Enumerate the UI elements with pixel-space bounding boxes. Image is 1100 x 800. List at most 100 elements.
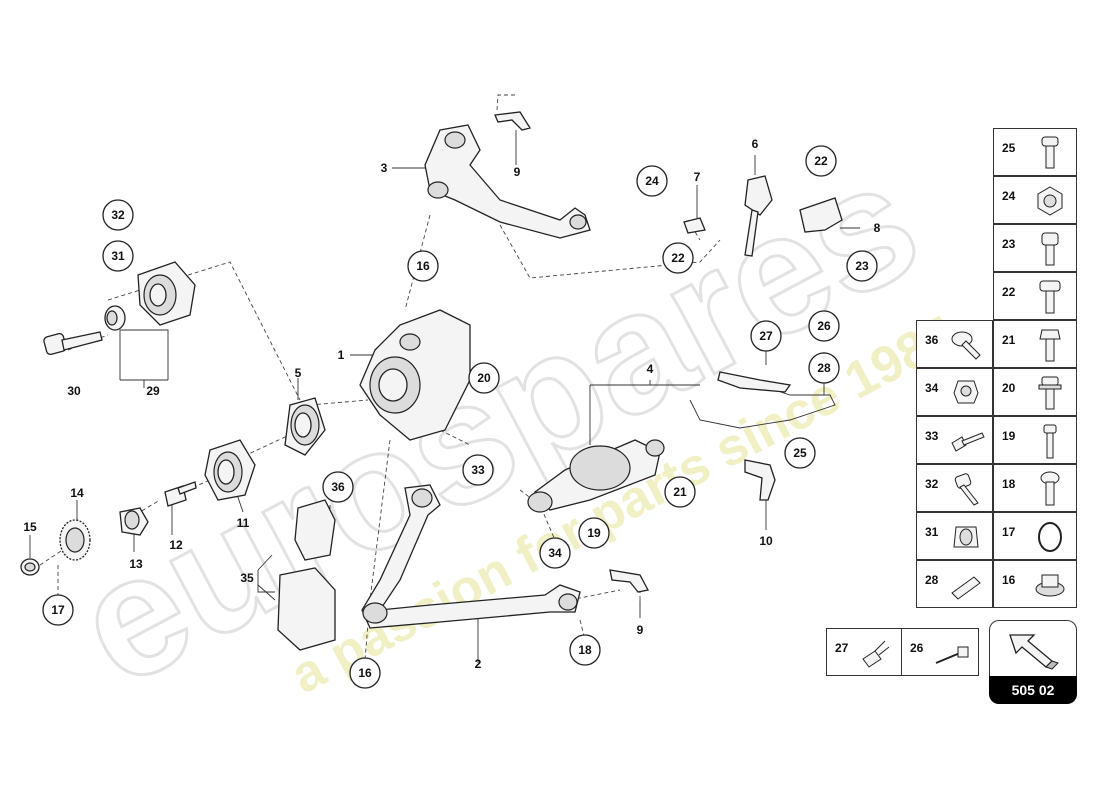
legend-label-32: 32 <box>925 477 939 491</box>
callout-30: 30 <box>67 384 81 398</box>
callout-12: 12 <box>169 538 183 552</box>
callout-32: 32 <box>111 208 125 222</box>
part-clip-9-top <box>494 111 532 131</box>
callout-27: 27 <box>759 329 773 343</box>
legend-label-31: 31 <box>925 525 939 539</box>
callout-15: 15 <box>23 520 37 534</box>
connector-plug-icon <box>862 640 890 668</box>
part-bolt-30 <box>43 331 103 356</box>
legend-label-18: 18 <box>1002 477 1016 491</box>
callout-21: 21 <box>673 485 687 499</box>
long-bolt-icon <box>1043 424 1057 459</box>
rubber-bushing-icon <box>953 526 979 548</box>
callout-22-right: 22 <box>814 154 828 168</box>
flange-bolt-icon <box>1039 280 1061 314</box>
legend-label-33: 33 <box>925 429 939 443</box>
part-shock-absorber-4 <box>527 439 665 513</box>
legend-cell-16: 16 <box>993 560 1077 608</box>
torx-bolt-icon <box>1041 136 1059 169</box>
legend-cell-28: 28 <box>916 560 993 608</box>
part-bracket-10 <box>744 459 776 501</box>
leader-lines <box>29 130 860 663</box>
callout-13: 13 <box>129 557 143 571</box>
part-bracket-8 <box>799 197 843 233</box>
callout-18: 18 <box>578 643 592 657</box>
stud-bolt-icon <box>951 432 985 452</box>
callout-9-top: 9 <box>514 165 521 179</box>
flange-nut-icon <box>1035 574 1065 597</box>
legend-label-22: 22 <box>1002 285 1016 299</box>
legend-label-21: 21 <box>1002 333 1016 347</box>
collar-nut-icon <box>953 380 979 404</box>
legend-cell-20: 20 <box>993 368 1077 416</box>
callout-35: 35 <box>240 571 254 585</box>
part-clip-9-bottom <box>609 569 649 593</box>
callout-16-top: 16 <box>416 259 430 273</box>
part-lower-control-arm-2 <box>361 484 581 629</box>
legend-cell-23: 23 <box>993 224 1077 272</box>
callout-20: 20 <box>477 371 491 385</box>
callout-22-left: 22 <box>671 251 685 265</box>
part-clip-7 <box>683 217 706 234</box>
legend-label-19: 19 <box>1002 429 1016 443</box>
callout-6: 6 <box>752 137 759 151</box>
legend-cell-17: 17 <box>993 512 1077 560</box>
callout-circles <box>42 145 878 689</box>
o-ring-icon <box>1038 522 1062 552</box>
part-wheel-carrier-1 <box>359 309 471 441</box>
callout-36: 36 <box>331 480 345 494</box>
callout-34: 34 <box>548 546 562 560</box>
callout-25: 25 <box>793 446 807 460</box>
collar-bolt-icon <box>1038 376 1062 410</box>
part-wheel-bearing-5 <box>284 397 326 456</box>
legend-cell-19: 19 <box>993 416 1077 464</box>
pan-head-bolt-icon <box>951 331 981 360</box>
part-sensor-ring-14 <box>59 519 91 561</box>
part-bracket-36 <box>294 499 336 561</box>
callout-1: 1 <box>338 348 345 362</box>
callout-4: 4 <box>647 362 654 376</box>
callout-33: 33 <box>471 463 485 477</box>
callout-24: 24 <box>645 174 659 188</box>
legend-label-16: 16 <box>1002 573 1016 587</box>
page-code: 505 02 <box>989 676 1077 704</box>
callout-28: 28 <box>817 361 831 375</box>
legend-cell-34: 34 <box>916 368 993 416</box>
callout-19: 19 <box>587 526 601 540</box>
part-nut-13 <box>119 507 149 536</box>
callout-26: 26 <box>817 319 831 333</box>
callout-labels: 1 2 3 4 5 6 7 8 9 9 10 11 12 13 14 15 16… <box>23 137 880 680</box>
legend-label-24: 24 <box>1002 189 1016 203</box>
legend-label-23: 23 <box>1002 237 1016 251</box>
callout-31: 31 <box>111 249 125 263</box>
part-upper-control-arm-3 <box>424 124 591 239</box>
legend-cell-32: 32 <box>916 464 993 512</box>
view-direction-box <box>989 620 1077 676</box>
callout-16-bottom: 16 <box>358 666 372 680</box>
cap-screw-icon <box>954 473 979 506</box>
callout-29: 29 <box>146 384 160 398</box>
legend-cell-18: 18 <box>993 464 1077 512</box>
legend-cell-25: 25 <box>993 128 1077 176</box>
legend-cell-33: 33 <box>916 416 993 464</box>
legend-cell-24: 24 <box>993 176 1077 224</box>
legend-label-34: 34 <box>925 381 939 395</box>
round-head-bolt-icon <box>1040 471 1060 506</box>
legend-cell-31: 31 <box>916 512 993 560</box>
legend-label-28: 28 <box>925 573 939 587</box>
view-direction-arrow-icon <box>1009 634 1059 670</box>
callout-14: 14 <box>70 486 84 500</box>
legend-label-20: 20 <box>1002 381 1016 395</box>
callout-2: 2 <box>475 657 482 671</box>
part-wiring-harness <box>689 371 836 429</box>
part-level-sensor-6 <box>744 175 773 257</box>
legend-label-26: 26 <box>910 641 924 655</box>
callout-23: 23 <box>855 259 869 273</box>
callout-17: 17 <box>51 603 65 617</box>
sensor-probe-icon <box>935 646 969 664</box>
socket-bolt-icon <box>1041 232 1059 266</box>
legend-cell-36: 36 <box>916 320 993 368</box>
callout-9-bottom: 9 <box>637 623 644 637</box>
callout-3: 3 <box>381 161 388 175</box>
